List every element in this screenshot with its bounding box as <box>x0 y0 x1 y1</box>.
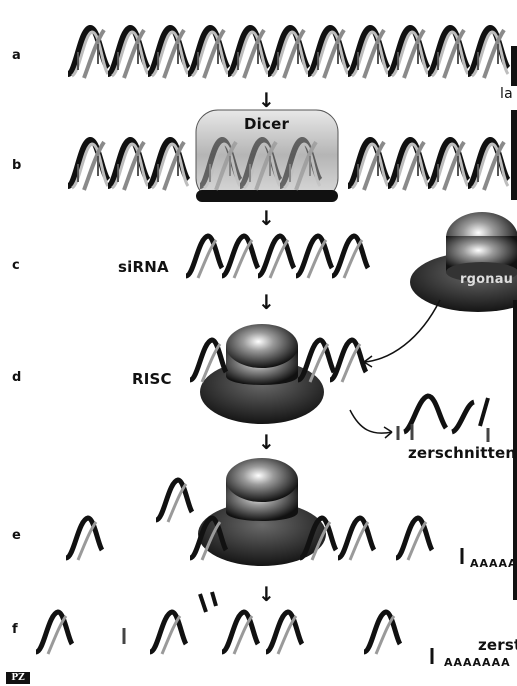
risc-to-cut-arrow <box>350 410 392 433</box>
dsrna-helix-a <box>68 28 508 78</box>
cut-mrna-fragments <box>398 396 488 442</box>
risc-mrna-complex <box>66 458 462 566</box>
risc-complex <box>190 324 366 424</box>
down-arrow-a-b: ↓ <box>258 90 275 110</box>
right-edge-bar-top <box>511 46 517 86</box>
destroyed-label: zerst <box>478 636 517 654</box>
top-right-label: la <box>500 86 513 102</box>
poly-a-tail-e: AAAAA <box>470 557 517 570</box>
pz-logo: PZ <box>6 672 30 684</box>
down-arrow-b-c: ↓ <box>258 208 275 228</box>
sirna-fragments <box>186 236 368 278</box>
down-arrow-d-e: ↓ <box>258 432 275 452</box>
argonaute-to-risc-arrow <box>364 300 440 362</box>
argonaute-label: rgonau <box>460 272 513 287</box>
argonaute-protein <box>410 212 517 312</box>
degraded-mrna <box>36 592 432 664</box>
right-edge-bar-mid <box>513 300 517 600</box>
cut-label: zerschnittener <box>408 444 517 462</box>
down-arrow-c-d: ↓ <box>258 292 275 312</box>
sirna-label: siRNA <box>118 258 169 276</box>
poly-a-tail-f: AAAAAAA <box>444 656 511 669</box>
right-edge-bar-main <box>511 110 517 200</box>
down-arrow-e-f: ↓ <box>258 584 275 604</box>
risc-label: RISC <box>132 370 172 388</box>
dicer-label: Dicer <box>244 115 289 133</box>
